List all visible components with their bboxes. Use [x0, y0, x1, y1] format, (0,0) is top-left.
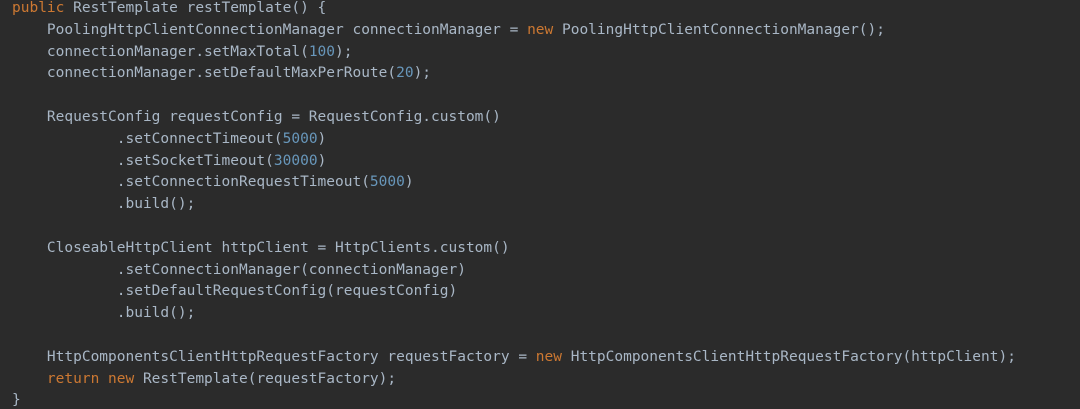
keyword-token: public — [12, 0, 74, 16]
code-text: PoolingHttpClientConnectionManager conne… — [12, 21, 528, 38]
number-literal: 30000 — [273, 152, 318, 169]
code-text: .build(); — [12, 196, 196, 213]
code-line[interactable]: public RestTemplate restTemplate() { — [12, 0, 1016, 20]
code-line[interactable] — [12, 85, 1016, 107]
code-area[interactable]: public RestTemplate restTemplate() { Poo… — [12, 0, 1016, 409]
code-text: .setDefaultRequestConfig(requestConfig) — [12, 283, 458, 300]
code-line[interactable]: .setSocketTimeout(30000) — [12, 151, 1016, 173]
code-text — [12, 371, 47, 387]
code-line[interactable]: return new RestTemplate(requestFactory); — [12, 369, 1016, 391]
code-line[interactable]: HttpComponentsClientHttpRequestFactory r… — [12, 347, 1016, 369]
code-line[interactable]: .setDefaultRequestConfig(requestConfig) — [12, 281, 1016, 303]
code-text: connectionManager.setMaxTotal( — [12, 43, 309, 60]
code-line[interactable]: .setConnectTimeout(5000) — [12, 129, 1016, 151]
code-line[interactable] — [12, 216, 1016, 238]
number-literal: 5000 — [369, 174, 405, 191]
code-line[interactable]: .build(); — [12, 194, 1016, 216]
code-text: } — [12, 392, 21, 409]
code-text: .setConnectionRequestTimeout( — [12, 174, 370, 191]
code-line[interactable]: RequestConfig requestConfig = RequestCon… — [12, 107, 1016, 129]
code-text: RestTemplate restTemplate() { — [73, 0, 327, 16]
code-line[interactable]: } — [12, 390, 1016, 409]
code-line[interactable]: CloseableHttpClient httpClient = HttpCli… — [12, 238, 1016, 260]
code-line[interactable]: connectionManager.setMaxTotal(100); — [12, 42, 1016, 64]
code-line[interactable]: .setConnectionManager(connectionManager) — [12, 260, 1016, 282]
keyword-token: return new — [46, 370, 143, 387]
code-text: .setConnectionManager(connectionManager) — [12, 261, 466, 278]
number-literal: 20 — [396, 65, 414, 82]
code-text: ); — [413, 65, 432, 82]
code-text: ) — [317, 152, 327, 169]
code-text: HttpComponentsClientHttpRequestFactory r… — [12, 348, 536, 365]
code-text: .setSocketTimeout( — [12, 152, 274, 169]
keyword-token: new — [535, 348, 571, 365]
code-line[interactable]: .setConnectionRequestTimeout(5000) — [12, 172, 1016, 194]
code-text: CloseableHttpClient httpClient = HttpCli… — [12, 239, 510, 256]
code-text: HttpComponentsClientHttpRequestFactory(h… — [570, 348, 1016, 365]
code-text: .setConnectTimeout( — [12, 130, 283, 147]
code-text: ) — [404, 174, 414, 191]
number-literal: 5000 — [282, 130, 318, 147]
code-line[interactable]: .build(); — [12, 303, 1016, 325]
code-text: ); — [335, 43, 353, 60]
keyword-token: new — [527, 21, 562, 38]
code-text: .build(); — [12, 305, 196, 322]
code-text: PoolingHttpClientConnectionManager(); — [561, 21, 885, 38]
code-text: RestTemplate(requestFactory); — [142, 370, 397, 387]
code-line[interactable]: connectionManager.setDefaultMaxPerRoute(… — [12, 63, 1016, 85]
code-text: RequestConfig requestConfig = RequestCon… — [12, 108, 501, 125]
number-literal: 100 — [308, 43, 336, 60]
code-line[interactable] — [12, 325, 1016, 347]
code-text: ) — [317, 130, 327, 147]
code-line[interactable]: PoolingHttpClientConnectionManager conne… — [12, 20, 1016, 42]
code-text: connectionManager.setDefaultMaxPerRoute( — [12, 65, 397, 82]
